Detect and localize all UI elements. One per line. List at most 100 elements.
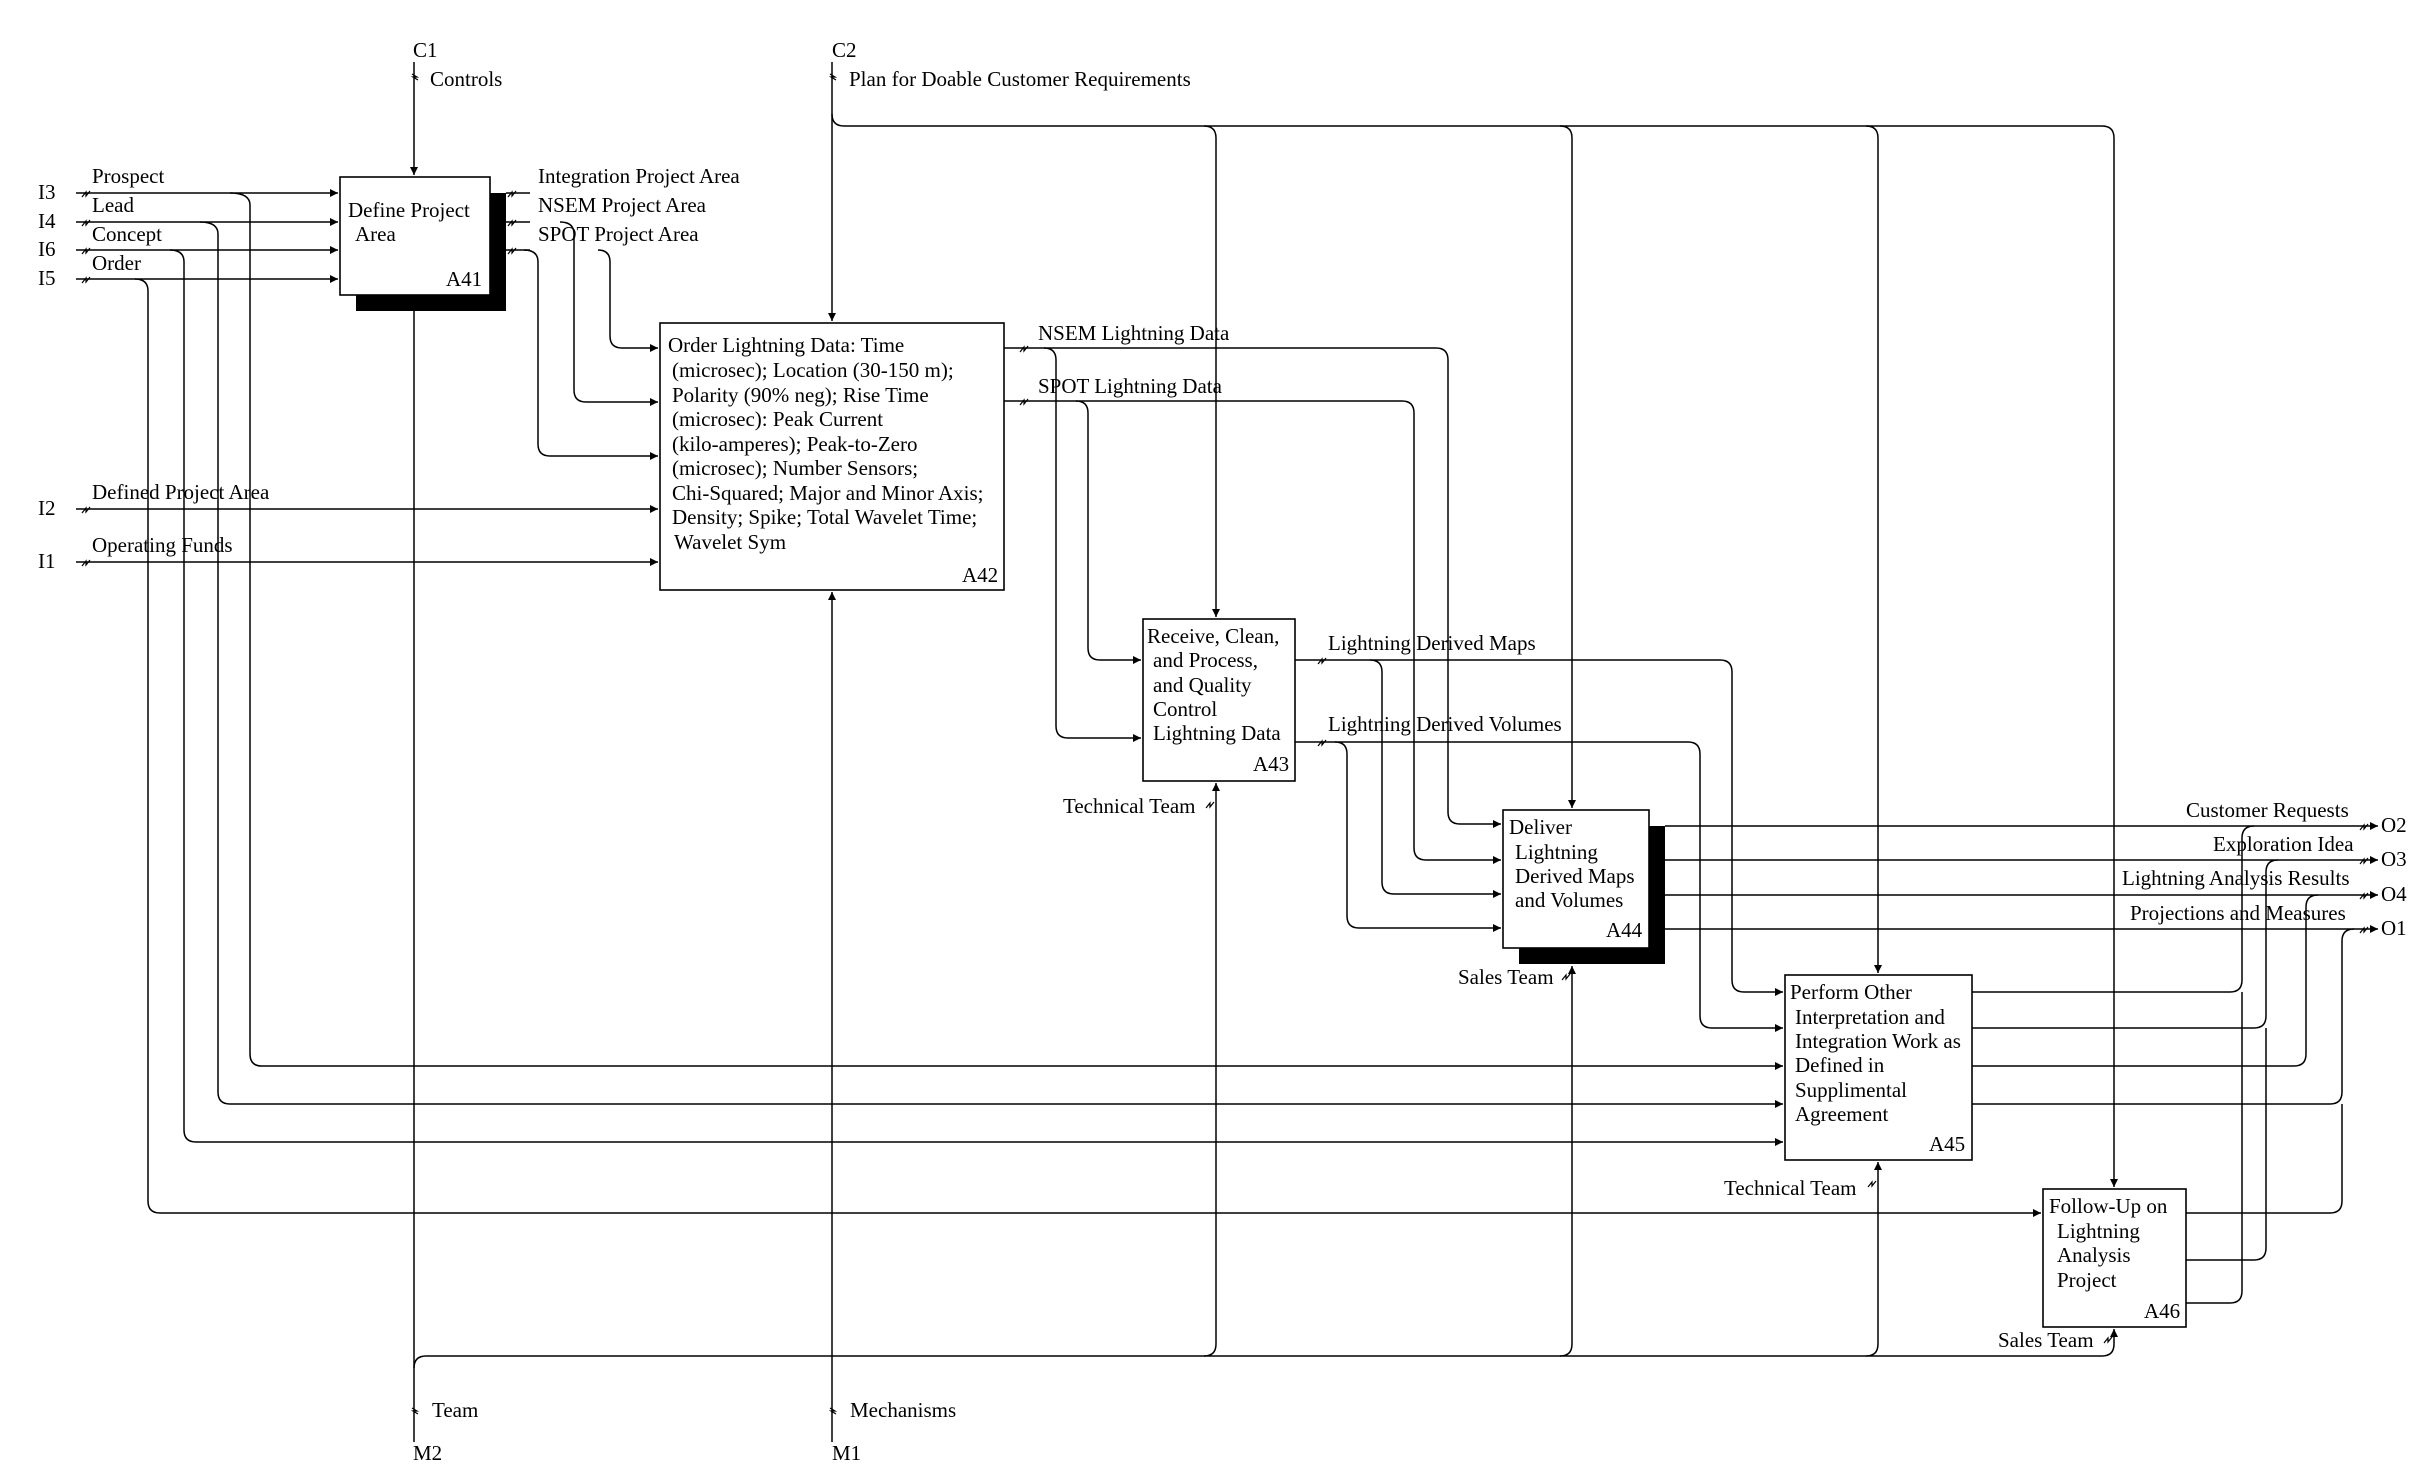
a46-label-line-4: Project: [2057, 1268, 2117, 1292]
a42-label-line-9: Wavelet Sym: [674, 530, 786, 554]
output-o4-arrow: Lightning Analysis Results O4: [1665, 866, 2407, 906]
integration-project-area-label: Integration Project Area: [538, 164, 740, 188]
arrow-nsem-project-area: NSEM Project Area: [506, 193, 707, 406]
activity-a46: Follow-Up on Lightning Analysis Project …: [2042, 1188, 2187, 1328]
spot-lightning-data-label: SPOT Lightning Data: [1038, 374, 1223, 398]
input-i5-arrow: I5 Order: [38, 251, 338, 290]
o4-code: O4: [2381, 882, 2407, 906]
nsem-project-area-label: NSEM Project Area: [538, 193, 707, 217]
control-c2-arrow: C2 Plan for Doable Customer Requirements: [828, 38, 2118, 1187]
a42-id: A42: [962, 563, 998, 587]
m1-label: Mechanisms: [850, 1398, 956, 1422]
arrow-spot-project-area: SPOT Project Area: [506, 222, 699, 460]
activity-a44: Deliver Lightning Derived Maps and Volum…: [1502, 809, 1665, 964]
o2-code: O2: [2381, 813, 2407, 837]
input-branches-to-a45-a46: [134, 192, 2041, 1217]
o1-label: Projections and Measures: [2130, 901, 2346, 925]
sales-team-a44-label: Sales Team: [1458, 965, 1554, 989]
a43-label-line-4: Control: [1153, 697, 1217, 721]
a41-id: A41: [446, 267, 482, 291]
output-o3-arrow: Exploration Idea O3: [1665, 832, 2407, 871]
a43-label-line-2: and Process,: [1153, 648, 1258, 672]
i6-code: I6: [38, 237, 56, 261]
arrow-nsem-lightning-data: NSEM Lightning Data: [1004, 321, 1501, 828]
technical-team-a45-label: Technical Team: [1724, 1176, 1857, 1200]
i6-label: Concept: [92, 222, 162, 246]
activity-a42: Order Lightning Data: Time (microsec); L…: [659, 322, 1005, 591]
a42-label-line-1: Order Lightning Data: Time: [668, 333, 904, 357]
input-i6-arrow: I6 Concept: [38, 222, 338, 261]
a46-label-line-1: Follow-Up on: [2049, 1194, 2168, 1218]
mechanism-m2-arrow: Team M2: [410, 297, 2118, 1464]
i1-code: I1: [38, 549, 56, 573]
a42-label-line-6: (microsec); Number Sensors;: [672, 456, 918, 480]
a46-label-line-3: Analysis: [2057, 1243, 2131, 1267]
a42-label-line-8: Density; Spike; Total Wavelet Time;: [672, 505, 977, 529]
a44-label-line-3: Derived Maps: [1515, 864, 1635, 888]
activity-a43: Receive, Clean, and Process, and Quality…: [1142, 618, 1296, 782]
activity-a41: Define Project Area A41: [339, 176, 506, 311]
arrow-lightning-derived-volumes: Lightning Derived Volumes: [1295, 712, 1783, 1032]
output-o1-arrow: Projections and Measures O1: [1665, 901, 2407, 940]
a45-label-line-5: Supplimental: [1795, 1078, 1907, 1102]
input-i3-arrow: I3 Prospect: [38, 164, 338, 204]
m1-code: M1: [832, 1441, 861, 1464]
i2-code: I2: [38, 496, 56, 520]
a43-id: A43: [1253, 752, 1289, 776]
a42-label-line-2: (microsec); Location (30-150 m);: [672, 358, 954, 382]
o3-code: O3: [2381, 847, 2407, 871]
a42-label-line-5: (kilo-amperes); Peak-to-Zero: [672, 432, 917, 456]
a45-label-line-3: Integration Work as: [1795, 1029, 1961, 1053]
m2-code: M2: [413, 1441, 442, 1464]
i5-code: I5: [38, 266, 56, 290]
a45-label-line-4: Defined in: [1795, 1053, 1885, 1077]
arrow-integration-project-area: Integration Project Area: [506, 164, 740, 198]
input-i1-arrow: I1 Operating Funds: [38, 533, 658, 573]
a45-label-line-1: Perform Other: [1790, 980, 1912, 1004]
i4-label: Lead: [92, 193, 134, 217]
spot-project-area-label: SPOT Project Area: [538, 222, 699, 246]
c2-label: Plan for Doable Customer Requirements: [849, 67, 1191, 91]
a44-label-line-4: and Volumes: [1515, 888, 1623, 912]
c1-label: Controls: [430, 67, 502, 91]
input-i4-arrow: I4 Lead: [38, 193, 338, 233]
i1-label: Operating Funds: [92, 533, 233, 557]
a45-label-line-6: Agreement: [1795, 1102, 1888, 1126]
o4-label: Lightning Analysis Results: [2122, 866, 2350, 890]
o3-label: Exploration Idea: [2213, 832, 2354, 856]
a46-id: A46: [2144, 1299, 2180, 1323]
a43-label-line-5: Lightning Data: [1153, 721, 1281, 745]
arrow-spot-lightning-data: SPOT Lightning Data: [1004, 374, 1501, 864]
a42-label-line-4: (microsec): Peak Current: [672, 407, 883, 431]
m2-label: Team: [432, 1398, 478, 1422]
o2-label: Customer Requests: [2186, 798, 2349, 822]
output-o2-arrow: Customer Requests O2: [1665, 798, 2407, 837]
i2-label: Defined Project Area: [92, 480, 270, 504]
a45-label-line-2: Interpretation and: [1795, 1005, 1945, 1029]
a41-label-line-2: Area: [355, 222, 396, 246]
i3-code: I3: [38, 180, 56, 204]
sales-team-a46-label: Sales Team: [1998, 1328, 2094, 1352]
c2-code: C2: [832, 38, 857, 62]
c1-code: C1: [413, 38, 438, 62]
a41-label-line-1: Define Project: [348, 198, 470, 222]
control-c1-arrow: C1 Controls: [410, 38, 502, 175]
technical-team-a43-label: Technical Team: [1063, 794, 1196, 818]
lightning-derived-maps-label: Lightning Derived Maps: [1328, 631, 1536, 655]
i4-code: I4: [38, 209, 56, 233]
input-i2-arrow: I2 Defined Project Area: [38, 480, 658, 520]
mechanism-labels: Technical Team Sales Team Technical Team…: [1063, 794, 2113, 1352]
arrow-lightning-derived-maps: Lightning Derived Maps: [1295, 631, 1783, 996]
nsem-lightning-data-label: NSEM Lightning Data: [1038, 321, 1230, 345]
i3-label: Prospect: [92, 164, 164, 188]
a45-id: A45: [1929, 1132, 1965, 1156]
a43-label-line-1: Receive, Clean,: [1147, 624, 1279, 648]
a42-label-line-7: Chi-Squared; Major and Minor Axis;: [672, 481, 983, 505]
lightning-derived-volumes-label: Lightning Derived Volumes: [1328, 712, 1562, 736]
a44-label-line-2: Lightning: [1515, 840, 1598, 864]
arrow-project-area-to-a42: [597, 249, 658, 352]
o1-code: O1: [2381, 916, 2407, 940]
activity-a45: Perform Other Interpretation and Integra…: [1784, 974, 1973, 1161]
